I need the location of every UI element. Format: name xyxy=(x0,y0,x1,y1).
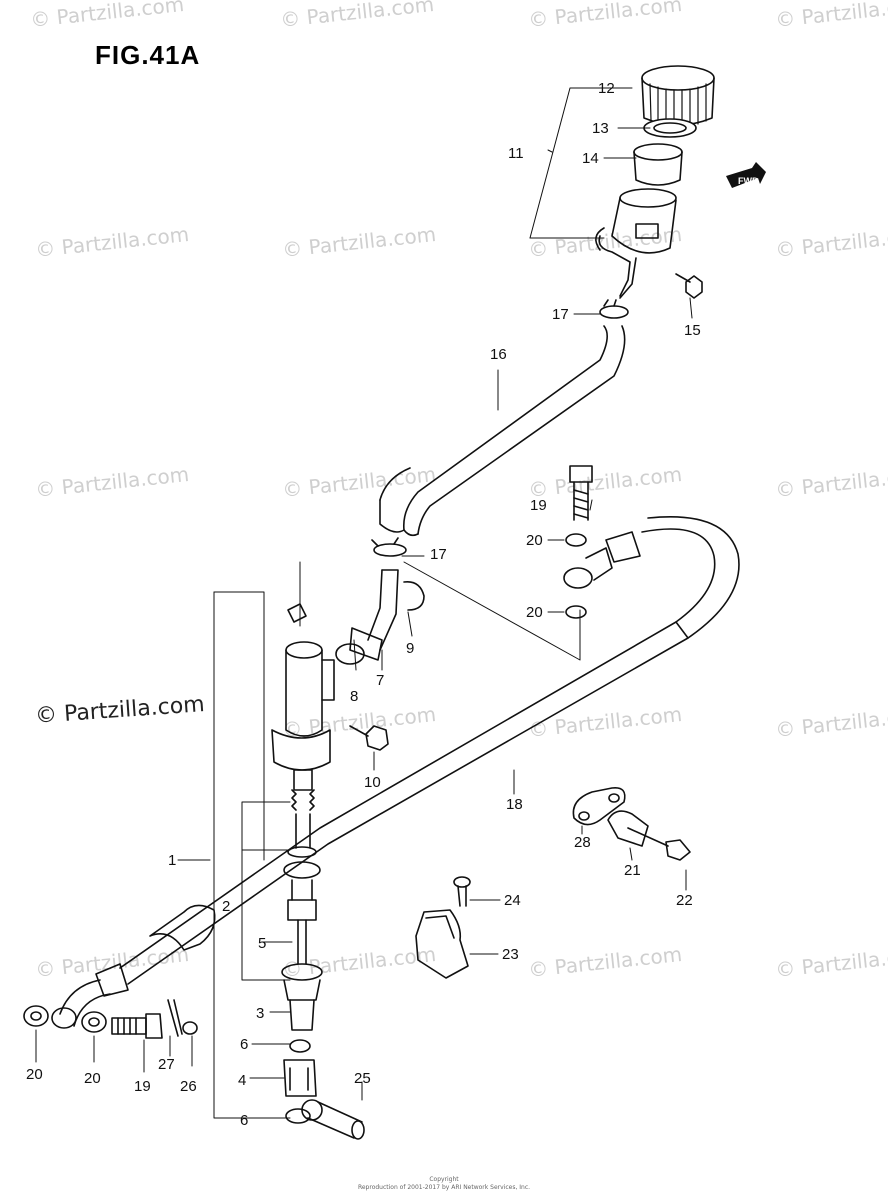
hose-clip xyxy=(599,299,629,319)
forward-arrow-icon: FWD xyxy=(726,162,766,188)
callout-6: 6 xyxy=(240,1112,249,1129)
cotter-pin xyxy=(167,999,183,1037)
reservoir-cap xyxy=(641,65,715,128)
footer-line: Reproduction of 2001-2017 by ARI Network… xyxy=(357,1184,531,1191)
callout-27: 27 xyxy=(158,1056,175,1073)
hose-clip xyxy=(371,537,407,557)
bolt xyxy=(349,725,389,751)
diaphragm xyxy=(633,143,683,186)
gasket xyxy=(81,1011,107,1033)
callout-22: 22 xyxy=(676,892,693,909)
callout-2: 2 xyxy=(222,898,231,915)
screw xyxy=(453,876,471,907)
callout-13: 13 xyxy=(592,120,609,137)
callout-5: 5 xyxy=(258,935,267,952)
reservoir xyxy=(595,188,677,299)
hose-guide xyxy=(415,909,469,979)
callout-26: 26 xyxy=(180,1078,197,1095)
callout-4: 4 xyxy=(238,1072,247,1089)
circlip xyxy=(403,580,425,611)
callout-3: 3 xyxy=(256,1005,265,1022)
leader-lines xyxy=(35,87,693,1119)
gasket xyxy=(565,533,587,547)
callout-19: 19 xyxy=(134,1078,151,1095)
callout-20: 20 xyxy=(84,1070,101,1087)
union-bolt xyxy=(111,1013,163,1039)
bolt xyxy=(627,827,691,861)
banjo-fitting xyxy=(51,1007,77,1029)
footer: Copyright Reproduction of 2001-2017 by A… xyxy=(0,1176,888,1192)
callout-17: 17 xyxy=(430,546,447,563)
callout-10: 10 xyxy=(364,774,381,791)
callout-7: 7 xyxy=(376,672,385,689)
o-ring xyxy=(335,643,365,665)
callout-15: 15 xyxy=(684,322,701,339)
callout-24: 24 xyxy=(504,892,521,909)
callout-18: 18 xyxy=(506,796,523,813)
washer xyxy=(182,1021,198,1035)
callout-9: 9 xyxy=(406,640,415,657)
clevis xyxy=(283,1059,317,1097)
callout-21: 21 xyxy=(624,862,641,879)
callout-6: 6 xyxy=(240,1036,249,1053)
callout-19: 19 xyxy=(530,497,547,514)
callout-20: 20 xyxy=(26,1066,43,1083)
plate xyxy=(643,118,697,138)
footer-line: Copyright xyxy=(429,1176,459,1183)
piston-kit xyxy=(281,813,323,1031)
gasket xyxy=(23,1005,49,1027)
clevis-pin xyxy=(301,1099,365,1140)
banjo-fitting xyxy=(563,567,593,589)
callout-17: 17 xyxy=(552,306,569,323)
fwd-label: FWD xyxy=(738,176,759,186)
callout-20: 20 xyxy=(526,532,543,549)
callout-11: 11 xyxy=(508,145,524,162)
bolt xyxy=(675,273,703,299)
brake-hose xyxy=(59,516,740,1027)
callout-8: 8 xyxy=(350,688,359,705)
callout-14: 14 xyxy=(582,150,599,167)
callout-1: 1 xyxy=(168,852,177,869)
union-fitting xyxy=(349,569,399,661)
callout-12: 12 xyxy=(598,80,615,97)
callout-23: 23 xyxy=(502,946,519,963)
callout-20: 20 xyxy=(526,604,543,621)
figure-title: FIG.41A xyxy=(95,40,201,70)
union-bolt xyxy=(569,465,593,521)
gasket xyxy=(565,605,587,619)
hose-holder xyxy=(607,810,649,847)
master-cylinder xyxy=(271,603,335,811)
bracket xyxy=(572,786,626,826)
callout-16: 16 xyxy=(490,346,507,363)
callout-28: 28 xyxy=(574,834,591,851)
nut xyxy=(289,1039,311,1053)
nut xyxy=(285,1108,311,1124)
callout-25: 25 xyxy=(354,1070,371,1087)
reservoir-hose xyxy=(379,325,626,537)
